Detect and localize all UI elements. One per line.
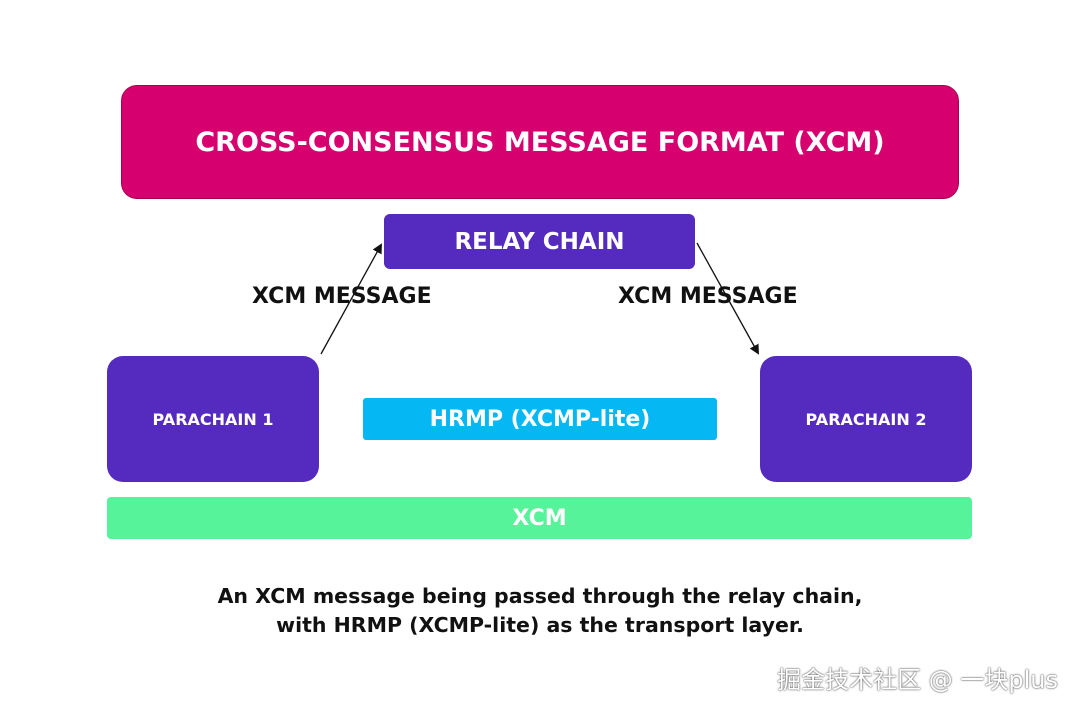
xcm-format-box: CROSS-CONSENSUS MESSAGE FORMAT (XCM) [121, 85, 959, 199]
parachain-1-label: PARACHAIN 1 [152, 409, 274, 429]
parachain-2-box: PARACHAIN 2 [760, 356, 972, 482]
xcm-format-label: CROSS-CONSENSUS MESSAGE FORMAT (XCM) [195, 126, 885, 158]
relay-chain-box: RELAY CHAIN [384, 214, 695, 269]
caption-line-2: with HRMP (XCMP-lite) as the transport l… [276, 613, 804, 637]
hrmp-label: HRMP (XCMP-lite) [429, 406, 651, 432]
parachain-1-box: PARACHAIN 1 [107, 356, 319, 482]
relay-chain-label: RELAY CHAIN [454, 228, 625, 255]
xcm-transport-bar: XCM [107, 497, 972, 539]
diagram-caption: An XCM message being passed through the … [0, 582, 1080, 640]
edge-label-right: XCM MESSAGE [618, 284, 798, 309]
watermark: 掘金技术社区 @ 一块plus [777, 666, 1058, 694]
xcm-bar-label: XCM [512, 505, 567, 531]
caption-line-1: An XCM message being passed through the … [217, 584, 863, 608]
edge-label-left: XCM MESSAGE [252, 284, 432, 309]
parachain-2-label: PARACHAIN 2 [805, 409, 927, 429]
hrmp-box: HRMP (XCMP-lite) [363, 398, 717, 440]
